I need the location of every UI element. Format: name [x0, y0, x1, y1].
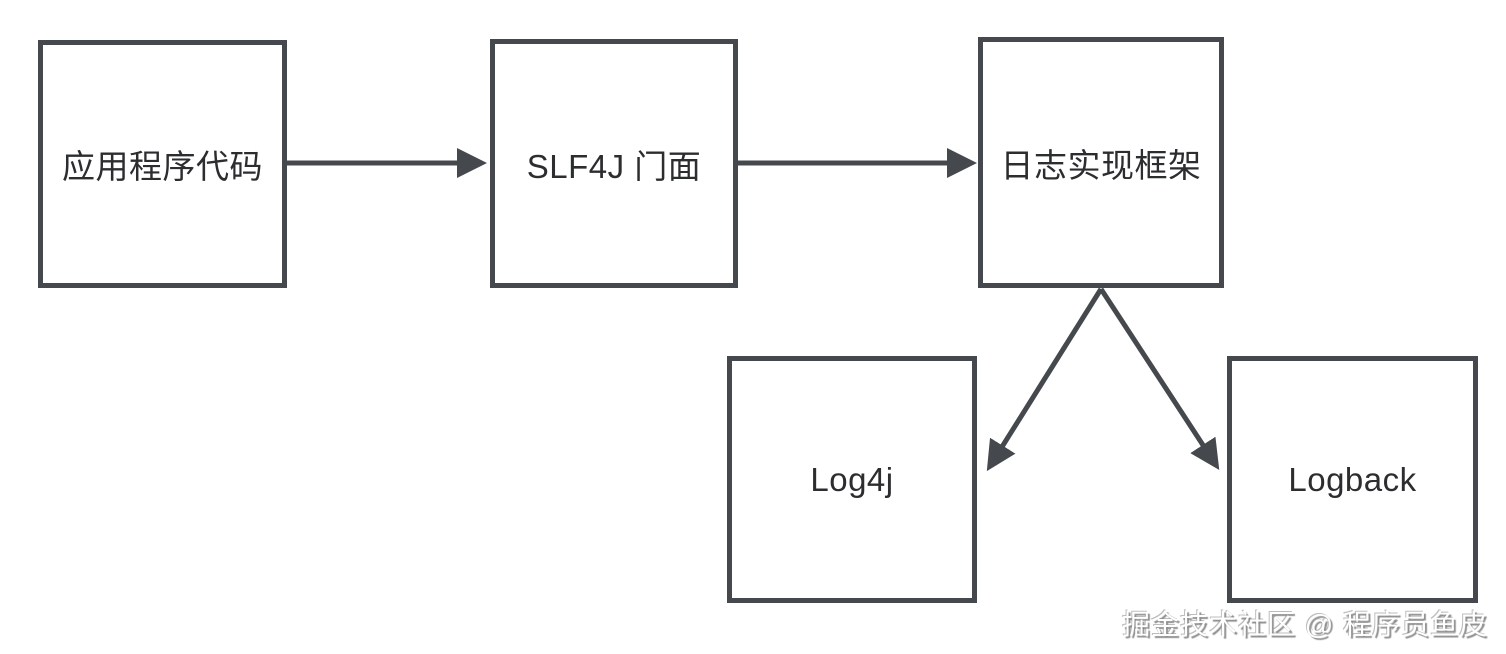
node-slf4j-facade-label: SLF4J 门面 [526, 147, 702, 185]
node-logback-label: Logback [1288, 460, 1417, 498]
arrow-framework-to-log4j [986, 287, 1104, 472]
node-logging-framework: 日志实现框架 [978, 37, 1224, 288]
node-app-code-label: 应用程序代码 [62, 148, 263, 185]
node-slf4j-facade: SLF4J 门面 [490, 39, 738, 288]
node-logging-framework-label: 日志实现框架 [1000, 146, 1202, 184]
arrow-framework-to-logback [1098, 287, 1220, 471]
node-log4j: Log4j [727, 356, 977, 603]
watermark: 掘金技术社区 @ 程序员鱼皮 [1122, 609, 1488, 640]
node-log4j-label: Log4j [810, 460, 894, 498]
node-app-code: 应用程序代码 [38, 40, 287, 288]
node-logback: Logback [1227, 356, 1478, 603]
